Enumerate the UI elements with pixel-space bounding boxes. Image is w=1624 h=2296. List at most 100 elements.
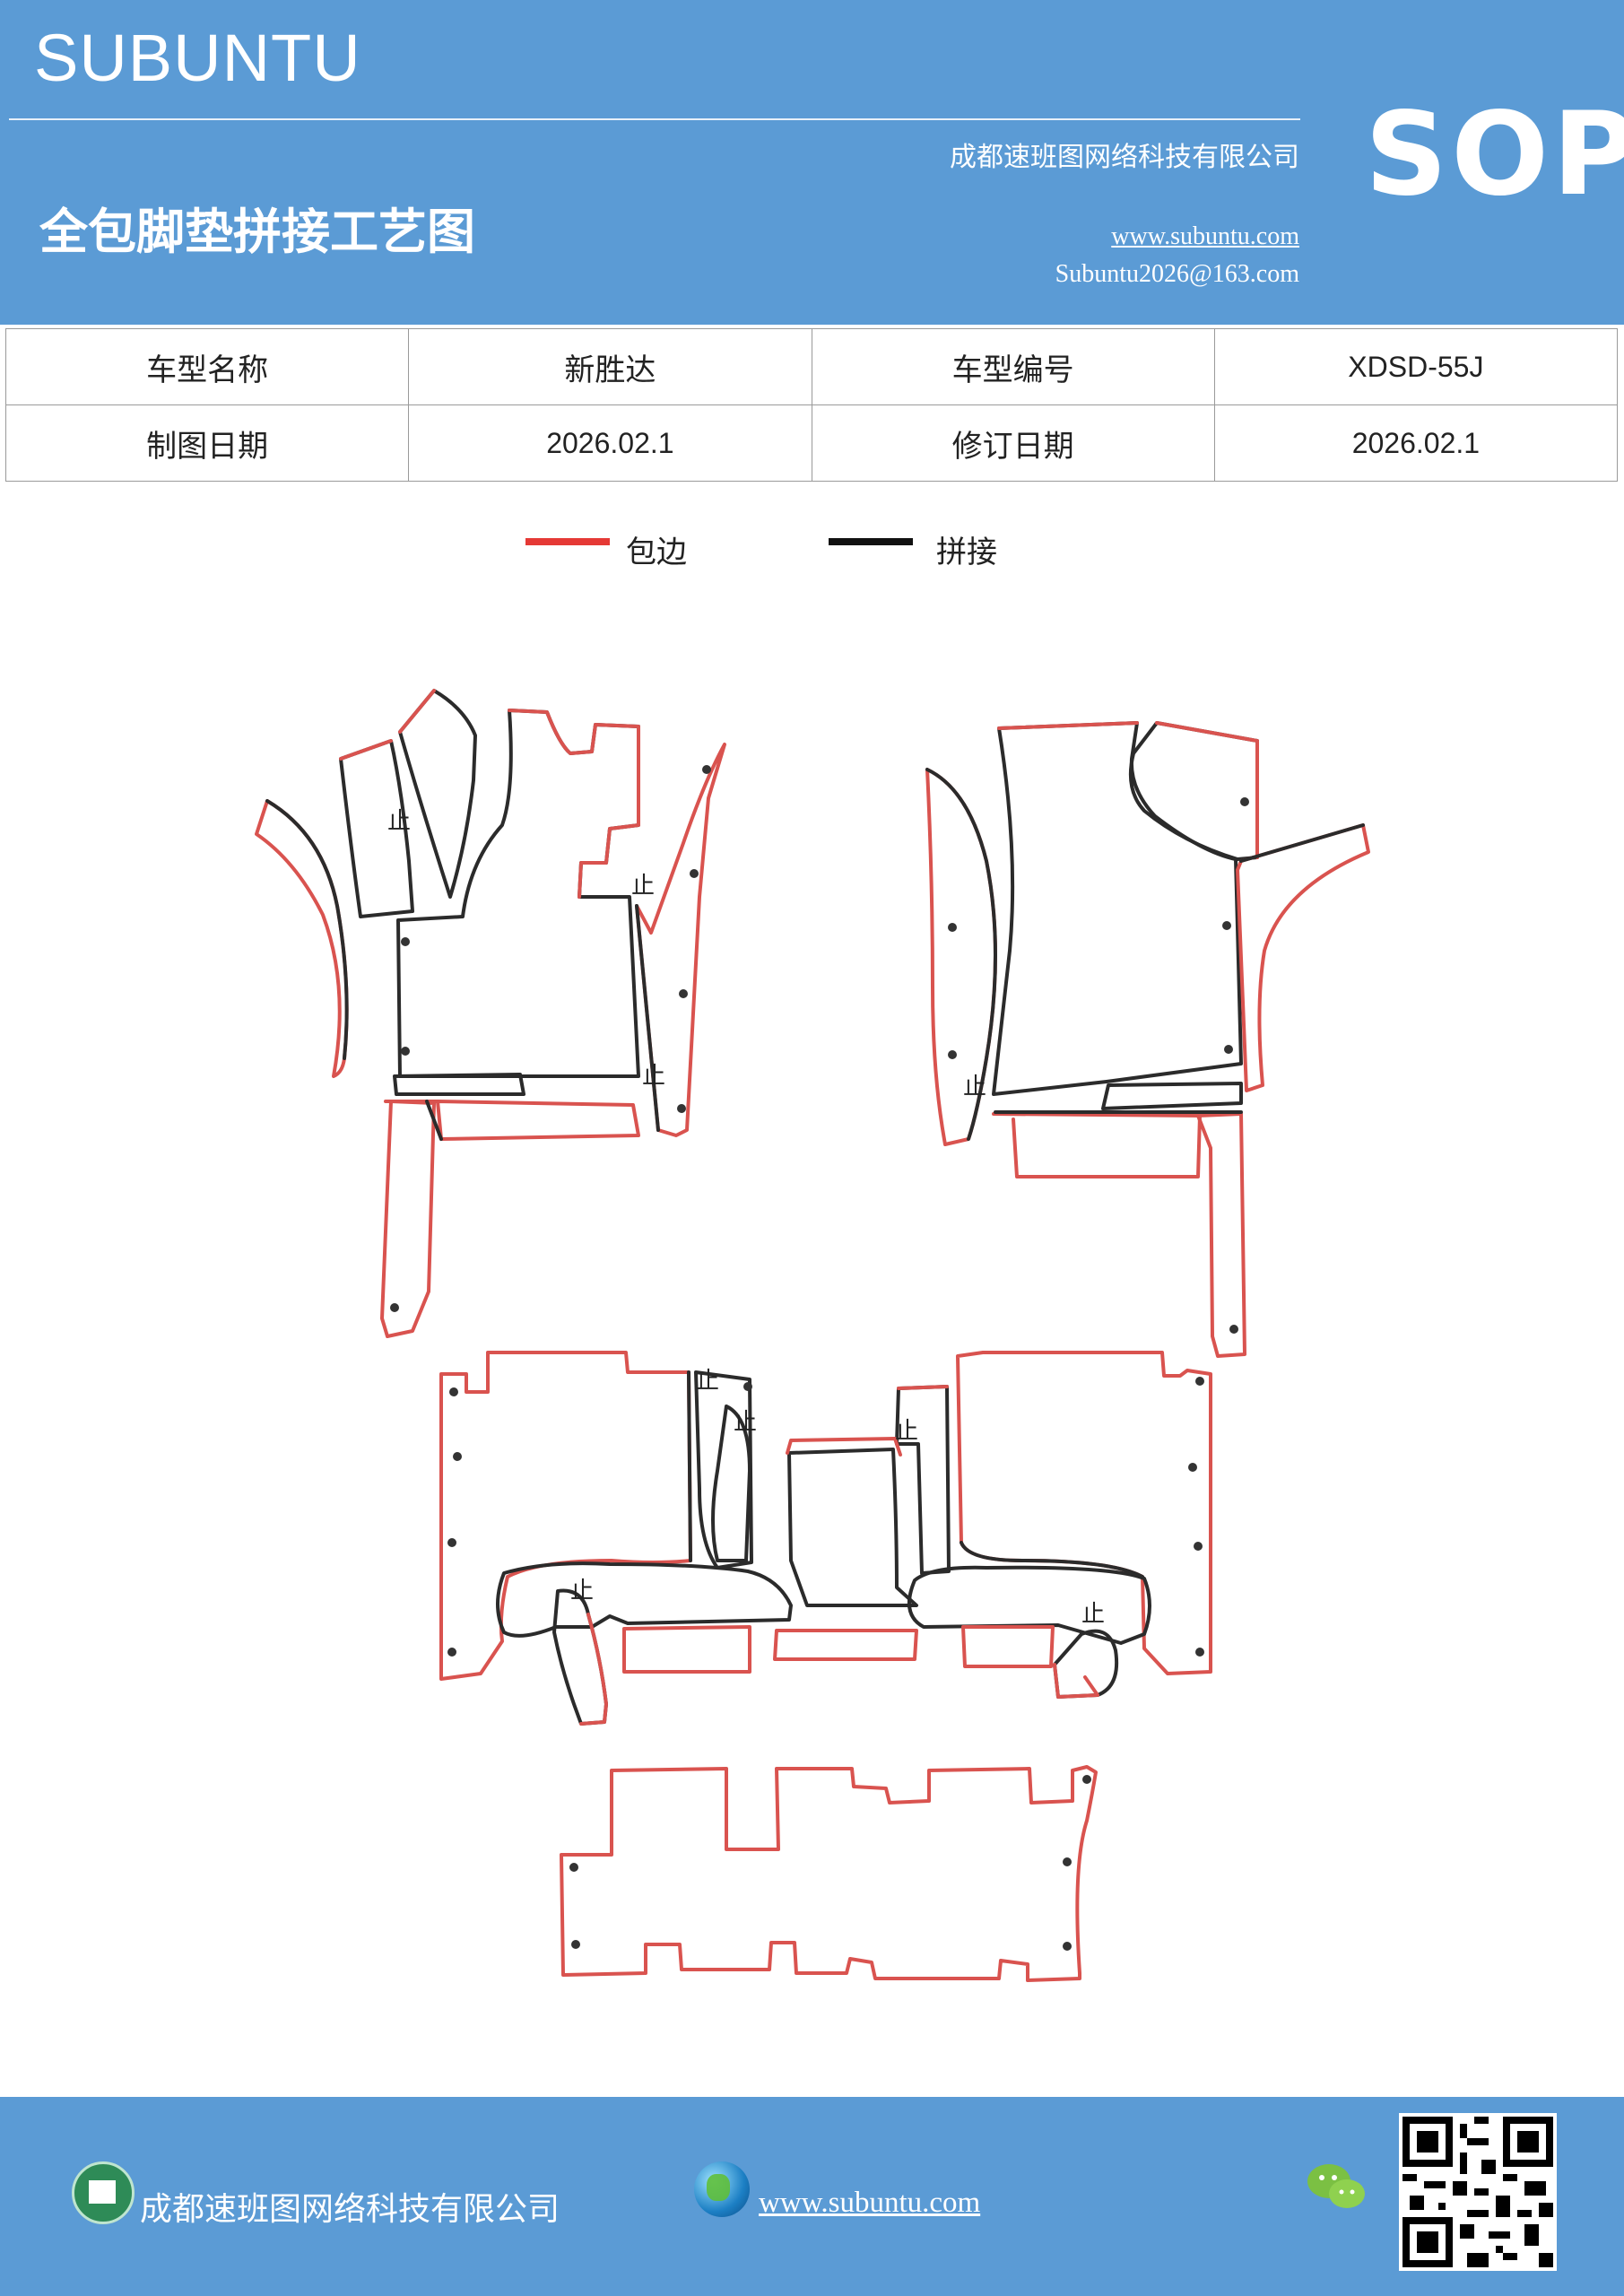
fastener-dot <box>1240 797 1249 806</box>
mat-piece <box>635 743 726 1137</box>
mat-piece <box>773 1629 918 1661</box>
page-header: SUBUNTU 成都速班图网络科技有限公司 全包脚垫拼接工艺图 www.subu… <box>0 0 1624 325</box>
mat-piece <box>255 799 349 1078</box>
fastener-dot <box>743 1382 752 1391</box>
mat-piece <box>1101 1082 1243 1110</box>
mat-piece <box>1128 721 1259 861</box>
fastener-dot <box>449 1387 458 1396</box>
header-divider <box>9 118 1300 120</box>
fastener-dot <box>571 1940 580 1949</box>
mat-piece <box>339 739 414 918</box>
wechat-icon[interactable] <box>1306 2160 1368 2213</box>
splice-edge <box>579 1613 608 1726</box>
legend-splice-swatch <box>829 538 913 545</box>
model-code-label: 车型编号 <box>811 328 1215 405</box>
footer-company: 成都速班图网络科技有限公司 <box>140 2191 560 2228</box>
fastener-dots <box>390 765 1249 1951</box>
legend-edge-swatch <box>525 538 610 545</box>
mat-piece <box>384 1100 640 1141</box>
splice-edge <box>398 689 436 734</box>
mat-piece <box>711 1405 751 1562</box>
splice-edge <box>339 739 393 761</box>
mat-piece <box>1236 823 1370 1092</box>
splice-edge <box>960 1541 1144 1578</box>
stop-mark: 止 <box>696 1368 719 1395</box>
fastener-dot <box>690 869 699 878</box>
fastener-dot <box>401 1047 410 1056</box>
header-company: 成都速班图网络科技有限公司 <box>950 142 1299 173</box>
revise-date-label: 修订日期 <box>811 404 1215 482</box>
stop-mark: 止 <box>895 1418 918 1445</box>
mat-piece <box>895 1385 951 1575</box>
fastener-dot <box>1063 1942 1072 1951</box>
globe-icon <box>694 2161 750 2217</box>
model-name-label: 车型名称 <box>4 328 410 405</box>
splice-edge <box>925 768 997 1141</box>
mat-piece <box>961 1625 1055 1668</box>
draw-date-value: 2026.02.1 <box>408 404 812 482</box>
header-website-link[interactable]: www.subuntu.com <box>1111 222 1299 250</box>
table-row: 制图日期 2026.02.1 修订日期 2026.02.1 <box>4 404 1619 482</box>
legend-splice-label: 拼接 <box>936 535 997 570</box>
splice-edge <box>508 709 640 899</box>
splice-edge <box>265 799 349 1060</box>
front-left-mat-group <box>255 689 726 1338</box>
fastener-dot <box>1195 1377 1204 1386</box>
mat-piece <box>992 1112 1202 1178</box>
fastener-dot <box>1194 1542 1203 1551</box>
fastener-dot <box>1063 1857 1072 1866</box>
sop-badge: SOP <box>1365 88 1624 222</box>
building-icon <box>72 2161 135 2224</box>
stop-marks: 止 止 止 止 止 止 止 止 止 <box>387 808 1105 1628</box>
model-name-value: 新胜达 <box>408 328 812 405</box>
fastener-dot <box>390 1303 399 1312</box>
fastener-dot <box>569 1863 578 1872</box>
splice-edge <box>1155 721 1259 859</box>
document-title: 全包脚垫拼接工艺图 <box>39 203 475 260</box>
fastener-dot <box>1188 1463 1197 1472</box>
stop-mark: 止 <box>963 1074 986 1100</box>
revise-date-value: 2026.02.1 <box>1213 404 1619 482</box>
fastener-dot <box>1224 1045 1233 1054</box>
mat-piece <box>786 1437 902 1457</box>
table-row: 车型名称 新胜达 车型编号 XDSD-55J <box>4 328 1619 405</box>
fastener-dot <box>679 989 688 998</box>
mat-piece <box>396 709 640 1078</box>
fastener-dot <box>1195 1648 1204 1657</box>
mat-piece <box>622 1625 751 1674</box>
header-email: Subuntu2026@163.com <box>1055 260 1299 288</box>
stop-mark: 止 <box>1081 1601 1105 1628</box>
mat-piece <box>694 1370 753 1570</box>
mat-piece <box>908 1565 1151 1645</box>
draw-date-label: 制图日期 <box>4 404 410 482</box>
splice-edge <box>997 721 1139 730</box>
splice-edge <box>1053 1663 1099 1699</box>
splice-edge <box>687 1370 692 1562</box>
mat-piece <box>496 1561 793 1638</box>
fastener-dot <box>677 1104 686 1113</box>
splice-edge <box>635 904 660 1132</box>
rear-middle-mat-group <box>439 1351 1212 1726</box>
footer-website-link[interactable]: www.subuntu.com <box>759 2187 981 2219</box>
fastener-dot <box>447 1648 456 1657</box>
fastener-dot <box>1222 921 1231 930</box>
fastener-dot <box>948 1050 957 1059</box>
splice-edge <box>1239 823 1365 863</box>
mat-piece <box>393 1073 525 1096</box>
stop-mark: 止 <box>734 1409 757 1436</box>
splice-edge <box>897 1385 949 1390</box>
model-code-value: XDSD-55J <box>1213 328 1619 405</box>
rear-bottom-mat <box>560 1765 1098 1982</box>
stop-mark: 止 <box>387 808 411 835</box>
page-footer: 成都速班图网络科技有限公司 www.subuntu.com <box>0 2097 1624 2296</box>
stop-mark: 止 <box>642 1063 665 1090</box>
fastener-dot <box>453 1452 462 1461</box>
splice-edge <box>425 1100 443 1141</box>
mat-piece <box>380 1100 436 1338</box>
fastener-dot <box>447 1538 456 1547</box>
legend-edge-label: 包边 <box>626 535 687 570</box>
stop-mark: 止 <box>570 1578 594 1605</box>
mat-piece <box>398 689 477 899</box>
info-table: 车型名称 新胜达 车型编号 XDSD-55J 制图日期 2026.02.1 修订… <box>4 328 1619 482</box>
